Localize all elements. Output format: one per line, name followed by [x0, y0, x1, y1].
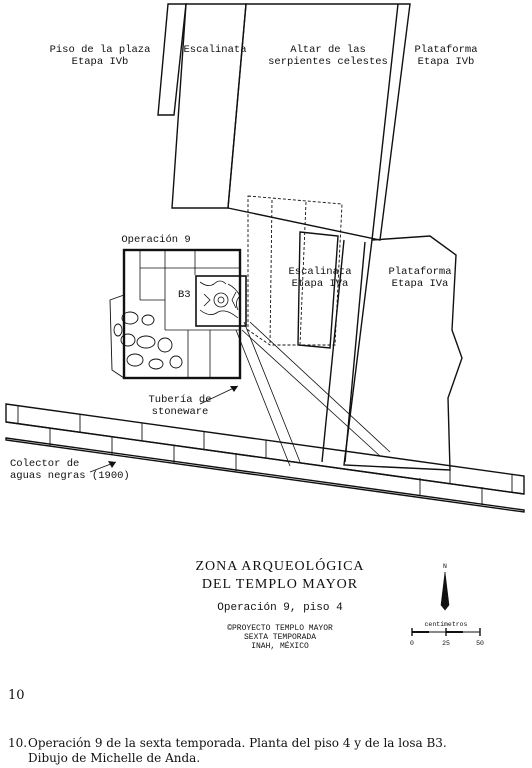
credit-line-2: SEXTA TEMPORADA: [244, 633, 316, 642]
label-plaza-floor-1: Piso de la plaza: [50, 44, 151, 56]
plaza-floor-strip: [157, 3, 187, 116]
title-subtitle: Operación 9, piso 4: [217, 602, 343, 614]
figure-caption: 10.Operación 9 de la sexta temporada. Pl…: [8, 736, 524, 766]
escalinata-iva: [297, 231, 339, 349]
label-altar-1: Altar de las: [290, 44, 366, 56]
caption-number: 10.: [8, 736, 28, 750]
slab-b3: [195, 275, 247, 327]
archaeological-plan: Piso de la plaza Etapa IVb Escalinata Al…: [5, 3, 525, 651]
label-escalinata-iva-2: Etapa IVa: [292, 278, 349, 290]
north-label: N: [443, 563, 447, 570]
caption-line-1: Operación 9 de la sexta temporada. Plant…: [28, 736, 447, 750]
label-tuberia-2: stoneware: [152, 406, 209, 418]
caption-line-2: Dibujo de Michelle de Anda.: [28, 751, 201, 765]
scale-label: centímetros: [425, 621, 468, 628]
operation-9-outline: [122, 248, 242, 380]
label-plataforma-iva-2: Etapa IVa: [392, 278, 449, 290]
label-escalinata: Escalinata: [183, 44, 246, 56]
title-line-2: DEL TEMPLO MAYOR: [202, 577, 358, 592]
label-plataforma-2: Etapa IVb: [418, 56, 475, 68]
label-plaza-floor-2: Etapa IVb: [72, 56, 129, 68]
label-colector-1: Colector de: [10, 458, 79, 470]
scale-tick-25: 25: [442, 640, 450, 647]
credit-line-1: ©PROYECTO TEMPLO MAYOR: [227, 624, 333, 633]
title-line-1: ZONA ARQUEOLÓGICA: [195, 557, 364, 574]
label-operacion: Operación 9: [121, 234, 190, 246]
label-tuberia-1: Tubería de: [148, 394, 211, 406]
label-b3: B3: [178, 289, 191, 301]
label-colector-2: aguas negras (1900): [10, 470, 130, 482]
scale-tick-0: 0: [410, 640, 414, 647]
caption-body: Operación 9 de la sexta temporada. Plant…: [28, 736, 508, 766]
label-plataforma-iva-1: Plataforma: [388, 266, 451, 278]
plataforma-iva: [343, 235, 463, 471]
label-escalinata-iva-1: Escalinata: [288, 266, 351, 278]
credit-line-3: INAH, MÉXICO: [251, 642, 309, 651]
label-altar-2: serpientes celestes: [268, 56, 388, 68]
altar-block: [227, 3, 411, 241]
label-plataforma-1: Plataforma: [414, 44, 477, 56]
page-number: 10: [8, 688, 25, 703]
scale-tick-50: 50: [476, 640, 484, 647]
